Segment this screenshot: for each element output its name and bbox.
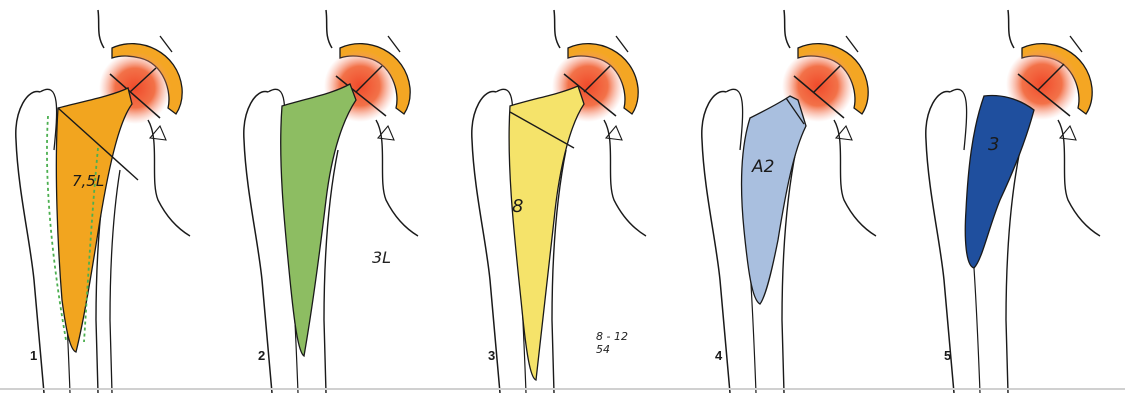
note-panel-2: 3L [372, 248, 391, 267]
stem-panel-2 [281, 84, 356, 356]
stem-panel-4 [742, 96, 806, 304]
panel-5: 3 [926, 10, 1100, 393]
note-panel-3: 8 - 12 54 [596, 330, 628, 356]
panel-4: A2 [702, 10, 876, 393]
panel-number-4: 4 [715, 348, 722, 363]
panel-number-5: 5 [944, 348, 951, 363]
stem-label-panel-1: 7,5L [72, 172, 104, 190]
panel-number-3: 3 [488, 348, 495, 363]
stem-panel-5 [965, 96, 1034, 268]
stem-panel-1 [56, 88, 132, 352]
panel-number-1: 1 [30, 348, 37, 363]
panel-1: 7,5L [16, 10, 190, 393]
bottom-rule [0, 388, 1125, 390]
stem-label-panel-4: A2 [751, 157, 774, 177]
stem-label-panel-5: 3 [988, 134, 999, 155]
stem-label-panel-3: 8 [512, 196, 523, 217]
stem-panel-3 [509, 86, 584, 380]
panel-2 [244, 10, 418, 393]
panel-number-2: 2 [258, 348, 265, 363]
